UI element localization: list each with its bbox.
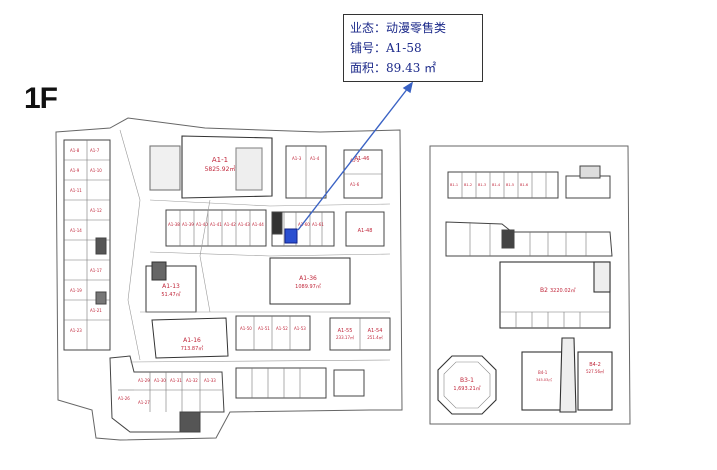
svg-text:B1-5: B1-5 [506, 183, 514, 187]
svg-text:A1-60: A1-60 [298, 222, 310, 227]
svg-text:A1-27: A1-27 [138, 400, 150, 405]
building-b [429, 145, 631, 425]
svg-text:B1-4: B1-4 [492, 183, 501, 187]
unit-b4-1-id: B4-1 [538, 370, 548, 375]
unit-b2-area: 3220.02㎡ [550, 287, 576, 294]
svg-text:A1-17: A1-17 [90, 268, 102, 273]
shop-info-callout: 业态：动漫零售类 铺号：A1-58 面积：89.43 ㎡ [343, 14, 483, 82]
middle-shop-row-b [445, 221, 613, 257]
svg-text:A1-39: A1-39 [182, 222, 194, 227]
shop-number: 铺号：A1-58 [350, 41, 422, 55]
svg-text:A1-41: A1-41 [210, 222, 222, 227]
svg-text:A1-4: A1-4 [310, 156, 320, 161]
svg-text:A1-23: A1-23 [70, 328, 82, 333]
svg-text:A1-3: A1-3 [292, 156, 302, 161]
unit-b3-1-area: 1,693.21㎡ [453, 385, 480, 392]
unit-a1-46-id: A1-46 [355, 156, 370, 162]
svg-text:A1-26: A1-26 [118, 396, 130, 401]
svg-text:B1-2: B1-2 [464, 183, 472, 187]
unit-b4-1-area: 345.03㎡ [536, 377, 552, 382]
southwest-shop-block [109, 355, 225, 433]
svg-text:A1-5: A1-5 [350, 158, 360, 163]
svg-text:A1-10: A1-10 [90, 168, 102, 173]
svg-text:A1-12: A1-12 [90, 208, 102, 213]
svg-text:A1-52: A1-52 [276, 326, 288, 331]
building-a [55, 117, 403, 441]
svg-text:A1-11: A1-11 [70, 188, 82, 193]
unit-a1-55-area: 233.17㎡ [336, 334, 354, 340]
north-shop-row-b [447, 165, 611, 199]
unit-a1-16-area: 713.87㎡ [181, 345, 204, 352]
svg-text:B1-1: B1-1 [450, 183, 458, 187]
svg-text:A1-7: A1-7 [90, 148, 100, 153]
building-a-outline [55, 117, 403, 441]
highlighted-shop-a1-58[interactable] [284, 228, 298, 244]
unit-b4[interactable] [521, 337, 613, 413]
svg-text:A1-19: A1-19 [70, 288, 82, 293]
unit-a1-16[interactable] [151, 317, 229, 359]
unit-a1-1[interactable] [149, 135, 273, 199]
unit-a1-16-id: A1-16 [183, 337, 201, 344]
svg-text:A1-9: A1-9 [70, 168, 80, 173]
center-shop-row [165, 209, 385, 247]
svg-text:A1-30: A1-30 [154, 378, 166, 383]
unit-a1-54-area: 251.4㎡ [367, 334, 382, 340]
unit-a1-1-id: A1-1 [212, 156, 228, 164]
svg-text:A1-6: A1-6 [350, 182, 360, 187]
svg-text:A1-38: A1-38 [168, 222, 180, 227]
svg-text:A1-29: A1-29 [138, 378, 150, 383]
svg-text:A1-51: A1-51 [258, 326, 270, 331]
svg-text:A1-33: A1-33 [204, 378, 216, 383]
svg-text:A1-31: A1-31 [170, 378, 182, 383]
unit-a1-36[interactable] [269, 257, 351, 305]
unit-b3-1-id: B3-1 [460, 377, 474, 384]
svg-text:A1-14: A1-14 [70, 228, 82, 233]
unit-b2-id: B2 [540, 287, 548, 294]
unit-a1-1-area: 5825.92㎡ [205, 165, 236, 173]
unit-b3-1[interactable] [437, 355, 497, 415]
svg-text:A1-61: A1-61 [312, 222, 324, 227]
svg-text:A1-42: A1-42 [224, 222, 236, 227]
svg-text:A1-32: A1-32 [186, 378, 198, 383]
svg-text:A1-50: A1-50 [240, 326, 252, 331]
unit-a1-13-area: 51.47㎡ [161, 291, 180, 298]
unit-b4-2-area: 527.56㎡ [586, 368, 604, 374]
unit-a1-13-id: A1-13 [162, 283, 180, 290]
svg-text:A1-21: A1-21 [90, 308, 102, 313]
svg-text:A1-53: A1-53 [294, 326, 306, 331]
unit-a1-36-id: A1-36 [299, 275, 317, 282]
shop-type: 业态：动漫零售类 [350, 21, 447, 35]
unit-b2[interactable] [499, 261, 611, 329]
unit-a1-55-id: A1-55 [338, 328, 353, 334]
svg-text:B1-3: B1-3 [478, 183, 486, 187]
svg-text:A1-43: A1-43 [238, 222, 250, 227]
south-center-shops [235, 315, 391, 399]
svg-text:A1-44: A1-44 [252, 222, 264, 227]
floor-label: 1F [24, 82, 58, 115]
west-shop-strip [63, 139, 111, 351]
svg-text:A1-8: A1-8 [70, 148, 80, 153]
unit-b4-2-id: B4-2 [589, 362, 601, 368]
shop-area: 面积：89.43 ㎡ [350, 61, 437, 75]
unit-a1-54-id: A1-54 [368, 328, 383, 334]
unit-a1-36-area: 1089.97㎡ [295, 283, 321, 290]
svg-text:A1-40: A1-40 [196, 222, 208, 227]
callout-arrow [297, 81, 414, 231]
unit-a1-48-id: A1-48 [358, 228, 373, 234]
svg-text:B1-6: B1-6 [520, 183, 528, 187]
